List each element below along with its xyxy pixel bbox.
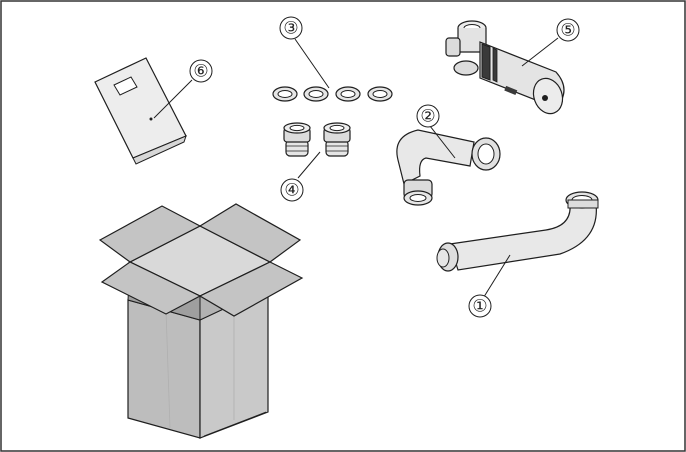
callout-3-label: ③ bbox=[283, 18, 298, 37]
callout-4: ④ bbox=[280, 178, 304, 202]
callout-1-label: ① bbox=[472, 296, 487, 315]
sealing-rings bbox=[272, 86, 393, 102]
callout-5: ⑤ bbox=[556, 18, 580, 42]
valve-head bbox=[445, 20, 565, 115]
callout-5-label: ⑤ bbox=[560, 20, 575, 39]
long-elbow-pipe bbox=[436, 191, 599, 272]
packaging-box bbox=[98, 203, 304, 439]
u-bend-fitting bbox=[396, 129, 501, 206]
leader-line-1 bbox=[481, 254, 511, 301]
leader-line-3 bbox=[294, 38, 330, 89]
callout-6: ⑥ bbox=[189, 59, 213, 83]
callout-2: ② bbox=[416, 104, 440, 128]
callout-2-label: ② bbox=[420, 106, 435, 125]
callout-4-label: ④ bbox=[284, 180, 299, 199]
leader-line-2 bbox=[429, 125, 456, 159]
leader-line-4 bbox=[297, 151, 321, 179]
callout-6-label: ⑥ bbox=[193, 61, 208, 80]
leader-line-5 bbox=[521, 37, 559, 67]
leader-line-6 bbox=[153, 79, 193, 119]
callout-1: ① bbox=[468, 294, 492, 318]
instruction-manual bbox=[94, 57, 187, 165]
callout-3: ③ bbox=[279, 16, 303, 40]
compression-fittings bbox=[283, 122, 351, 157]
